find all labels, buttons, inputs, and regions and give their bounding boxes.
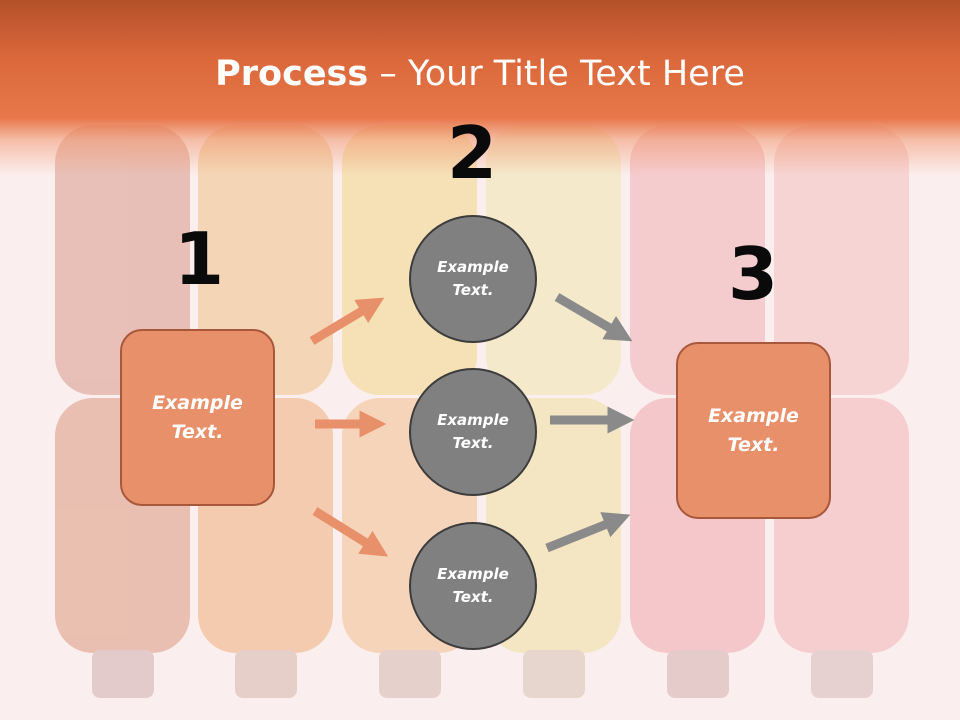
circle-bottom-line2: Text. — [452, 588, 494, 606]
circle-bottom-line1: Example — [437, 565, 509, 583]
step-3-box[interactable]: Example Text. — [676, 342, 831, 519]
arrow-bottom-to-3 — [545, 512, 631, 553]
step-number-1: 1 — [173, 217, 225, 301]
circle-middle[interactable]: Example Text. — [409, 368, 537, 496]
arrow-1-to-bottom — [312, 507, 389, 557]
circle-middle-line2: Text. — [452, 434, 494, 452]
step-3-label-line1: Example — [708, 404, 799, 427]
circle-top-line1: Example — [437, 258, 509, 276]
step-1-label-line2: Text. — [171, 420, 224, 443]
arrow-top-to-3 — [554, 293, 633, 342]
step-number-2: 2 — [446, 111, 498, 195]
step-number-3: 3 — [727, 232, 779, 316]
slide-title: Process – Your Title Text Here — [0, 50, 960, 98]
step-1-label-line1: Example — [152, 391, 243, 414]
step-3-label-line2: Text. — [727, 433, 780, 456]
circle-middle-line1: Example — [437, 411, 509, 429]
circle-top-line2: Text. — [452, 281, 494, 299]
step-1-box[interactable]: Example Text. — [120, 329, 275, 506]
circle-bottom[interactable]: Example Text. — [409, 522, 537, 650]
slide-title-bold: Process — [215, 54, 369, 94]
circle-top[interactable]: Example Text. — [409, 215, 537, 343]
arrow-1-to-top — [309, 297, 385, 345]
title-header-band — [0, 0, 960, 175]
slide-title-rest: – Your Title Text Here — [368, 54, 745, 94]
